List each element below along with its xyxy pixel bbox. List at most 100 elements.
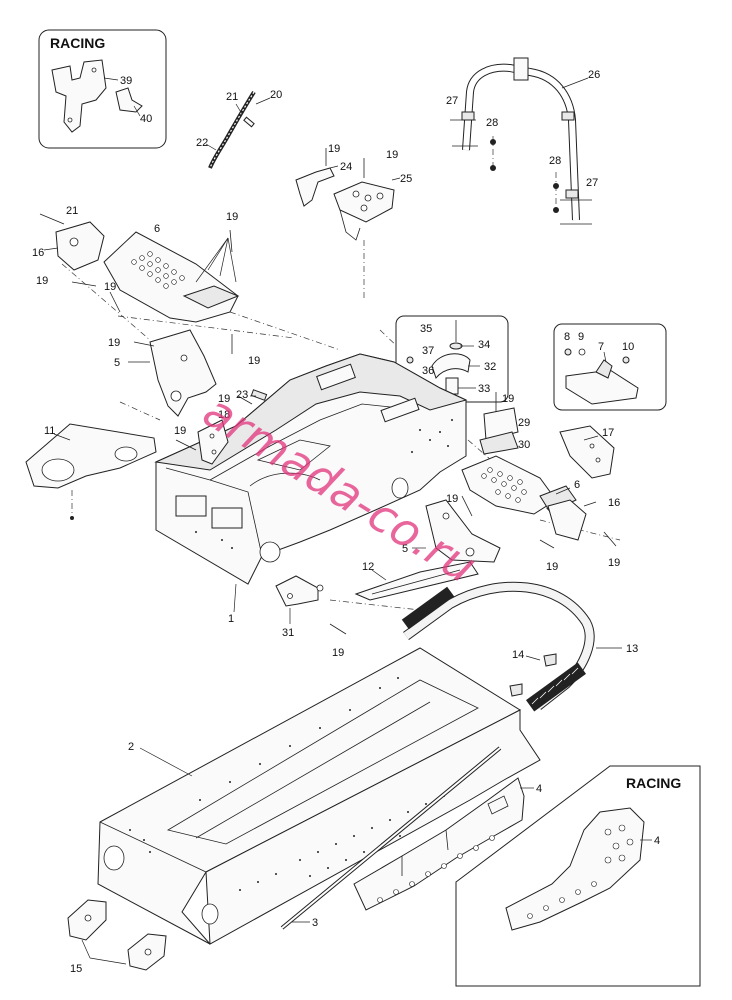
brackets-24-25: 19 24 19 25 [295,143,412,300]
callout-30: 30 [518,439,530,451]
running-board [353,777,525,911]
callout-19-d: 19 [36,275,48,287]
callout-37: 37 [422,345,434,357]
callout-19-h: 19 [218,393,230,405]
callout-6-right: 6 [574,479,580,491]
bracket-29 [483,407,519,441]
callout-22: 22 [196,137,208,149]
callout-25: 25 [400,173,412,185]
callout-19-k: 19 [446,493,458,505]
callout-29: 29 [518,417,530,429]
callout-33: 33 [478,383,490,395]
callout-4-main: 4 [536,783,542,795]
bracket-5-body [149,329,217,417]
bracket-5-left: 19 5 19 [108,329,260,417]
callout-1: 1 [228,613,234,625]
callout-3: 3 [312,917,318,929]
callout-19-m: 19 [608,557,620,569]
callout-21-left: 21 [66,205,78,217]
callout-13: 13 [626,643,638,655]
callout-11: 11 [44,425,55,437]
plates-15: 15 [67,899,167,975]
callout-31: 31 [282,627,294,639]
rail-12 [354,561,479,601]
callout-9: 9 [578,331,584,343]
bracket-31-body [275,575,319,607]
footrest-left-6: 21 16 6 19 19 19 [32,205,240,323]
callout-21-top: 21 [226,91,238,103]
bracket-5-right-and-12: 5 12 [354,499,501,601]
tunnel-side [205,709,541,945]
callout-26: 26 [588,69,600,81]
callout-10: 10 [622,341,634,353]
callout-19-i: 19 [174,425,186,437]
callout-19-b: 19 [386,149,398,161]
bracket-17 [559,425,615,479]
callout-17: 17 [602,427,614,439]
racing-label-top: RACING [50,35,105,51]
racing-inset-top: RACING 39 40 [38,29,167,149]
callout-2: 2 [128,741,134,753]
callout-32: 32 [484,361,496,373]
callout-19-n: 19 [332,647,344,659]
callout-24: 24 [340,161,352,173]
callout-19-e: 19 [104,281,116,293]
steering-hoop-26: 26 27 28 28 27 [446,57,600,225]
running-board-4: 4 [353,777,542,911]
callout-39: 39 [120,75,132,87]
callout-6-left: 6 [154,223,160,235]
hardware-inset-7-10: 8 9 7 10 [553,323,667,411]
bracket-31: 31 19 [275,575,347,659]
footrest-plate-right [461,455,557,515]
bracket-25 [333,181,395,223]
part-32 [431,353,471,380]
bracket-16-left [55,221,105,271]
callout-19-l: 19 [546,561,558,573]
racing-running-board [505,807,645,931]
callout-19-a: 19 [328,143,340,155]
bracket-18 [197,419,229,465]
callout-7: 7 [598,341,604,353]
callout-16-right: 16 [608,497,620,509]
bracket-30 [479,431,519,455]
heat-shield-11: 11 [25,423,157,520]
racing-inset-bottom: RACING 4 [455,765,701,987]
callout-36: 36 [422,365,434,377]
callout-12: 12 [362,561,374,573]
callout-28-right: 28 [549,155,561,167]
callout-40: 40 [140,113,152,125]
callout-27-right: 27 [586,177,598,189]
callout-35: 35 [420,323,432,335]
tunnel-top [97,647,522,945]
callout-16-left: 16 [32,247,44,259]
callout-20: 20 [270,89,282,101]
bracket-16-right [547,499,587,541]
callout-28-left: 28 [486,117,498,129]
bracket-40 [115,87,143,113]
parts-18-23: 23 19 18 19 [174,389,268,465]
callout-8: 8 [564,331,570,343]
callout-19-j: 19 [502,393,514,405]
rail-3: 3 [280,746,502,930]
callout-14: 14 [512,649,524,661]
strap-assembly: 21 20 22 [196,89,282,169]
callout-18: 18 [218,409,230,421]
callout-27-left: 27 [446,95,458,107]
callout-19-g: 19 [248,355,260,367]
tunnel-2: 2 [97,647,541,945]
right-side-parts: 19 29 30 17 6 16 19 19 19 [446,392,620,573]
bracket-24 [295,167,335,207]
racing-label-bottom: RACING [626,775,681,791]
callout-4-racing: 4 [654,835,660,847]
callout-34: 34 [478,339,490,351]
handle-13: 13 14 [401,581,638,712]
footrest-plate-left [103,231,239,323]
callout-23: 23 [236,389,248,401]
callout-5-left: 5 [114,357,120,369]
chassis-1: 1 [154,353,468,625]
callout-19-c: 19 [226,211,238,223]
callout-5-right: 5 [402,543,408,555]
bracket-39 [51,59,107,133]
callout-19-f: 19 [108,337,120,349]
